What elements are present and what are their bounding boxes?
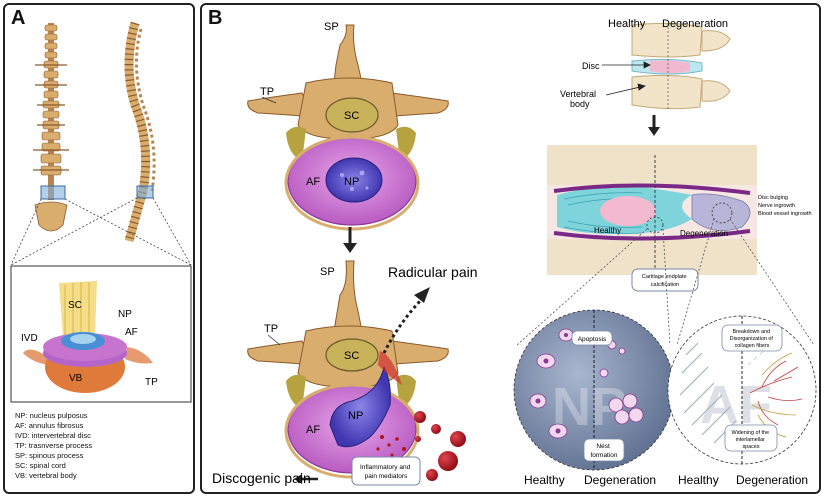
disc-change-item: Disc bulging (758, 195, 788, 201)
label-b1-np: NP (344, 176, 359, 188)
endplate-label: Cartilage endplate calcification (642, 274, 688, 288)
legend-item: SC: spinal cord (15, 461, 66, 470)
widening-box (724, 424, 778, 452)
label-b1-tp: TP (260, 86, 274, 98)
widening-line: interlamellar (736, 437, 766, 443)
vertebral-body-line: Vertebral (560, 89, 596, 99)
legend-item: VB: vertebral body (15, 471, 77, 480)
label-a-ivd: IVD (21, 333, 38, 344)
label-a-np: NP (118, 309, 132, 320)
disc-degeneration-label: Degeneration (680, 229, 728, 238)
breakdown-line: Disorganization of (730, 336, 774, 342)
vertebra-3d-illustration (23, 281, 153, 393)
disc-cross-section (547, 145, 757, 275)
legend-item: NP: nucleus pulposus (15, 411, 88, 420)
disc-healthy-label: Healthy (594, 226, 621, 235)
segment-healthy-label: Healthy (608, 18, 646, 30)
blood-cells (414, 411, 466, 481)
abbreviation-legend: NP: nucleus pulposus AF: annulus fibrosu… (15, 411, 92, 481)
radicular-pain-label: Radicular pain (388, 264, 478, 280)
spine-side-view (124, 21, 156, 243)
mediators-line: Inflammatory and (360, 464, 411, 471)
mediators-label: Inflammatory and pain mediators (360, 464, 412, 480)
label-b2-np: NP (348, 410, 363, 422)
degenerated-vertebra (247, 260, 449, 479)
progression-arrow (343, 227, 357, 253)
label-b2-sc: SC (344, 350, 359, 362)
legend-item: AF: annulus fibrosus (15, 421, 84, 430)
nest-label: Nest formation (590, 443, 617, 459)
nest-line: Nest (596, 443, 610, 450)
endplate-line: calcification (651, 282, 679, 288)
endplate-line: Cartilage endplate (642, 274, 687, 280)
healthy-vertebra (247, 24, 449, 231)
disc-change-item: Blood vessel ingrowth (758, 211, 812, 217)
mediators-line: pain mediators (365, 473, 408, 480)
legend-item: TP: trasnverse process (15, 441, 93, 450)
label-b2-af: AF (306, 424, 320, 436)
widening-line: Widening of the (732, 430, 769, 436)
radicular-pain-arrow (382, 287, 430, 354)
label-b1-sp: SP (324, 21, 339, 33)
label-b2-tp: TP (264, 323, 278, 335)
spine-segment (631, 22, 731, 111)
nest-line: formation (590, 452, 617, 459)
panel-a-illustration: SC NP AF IVD VB TP (10, 21, 192, 403)
np-healthy-label: Healthy (524, 473, 565, 487)
panel-b-label: B (208, 7, 223, 29)
apoptosis-box (571, 330, 613, 346)
widening-line: spaces (742, 444, 759, 450)
segment-degeneration-label: Degeneration (662, 18, 728, 30)
label-a-vb: VB (69, 373, 83, 384)
af-healthy-label: Healthy (678, 473, 719, 487)
breakdown-label: Breakdown and Disorganization of collage… (730, 329, 775, 349)
af-degeneration-label: Degeneration (736, 473, 808, 487)
np-tissue-circle: NP (513, 309, 675, 471)
panel-b: B (200, 3, 821, 494)
label-a-tp: TP (145, 377, 158, 388)
discogenic-pain-label: Discogenic pain (212, 470, 311, 486)
legend-item: SP: spinous process (15, 451, 84, 460)
disc-change-item: Nerve ingrowth (758, 203, 795, 209)
breakdown-box (721, 324, 783, 352)
panel-a: A (3, 3, 195, 494)
panel-a-label: A (11, 7, 26, 29)
legend-item: IVD: intervertebral disc (15, 431, 91, 440)
segment-disc-label: Disc (582, 61, 600, 71)
breakdown-line: collagen fibers (735, 343, 770, 349)
disc-change-list: Disc bulging Nerve ingrowth Blood vessel… (758, 195, 812, 217)
zoom-arrow (648, 115, 660, 136)
endplate-box (631, 268, 699, 292)
label-b1-af: AF (306, 176, 320, 188)
breakdown-line: Breakdown and (733, 329, 770, 335)
vertebral-body-line: body (570, 99, 590, 109)
nest-box (583, 438, 625, 462)
discogenic-pain-arrow (294, 474, 318, 484)
apoptosis-label: Apoptosis (578, 336, 607, 343)
spine-front-view (33, 23, 69, 232)
label-b1-sc: SC (344, 110, 359, 122)
panel-b-illustration: SP TP SC AF NP (212, 18, 817, 487)
segment-vertebral-body-label: Vertebral body (560, 89, 599, 109)
np-degeneration-label: Degeneration (584, 473, 656, 487)
mediators-box (351, 456, 421, 486)
label-b2-sp: SP (320, 266, 335, 278)
af-tissue-circle: AF (667, 315, 817, 465)
widening-label: Widening of the interlamellar spaces (732, 430, 771, 450)
label-a-af: AF (125, 327, 138, 338)
label-a-sc: SC (68, 300, 82, 311)
